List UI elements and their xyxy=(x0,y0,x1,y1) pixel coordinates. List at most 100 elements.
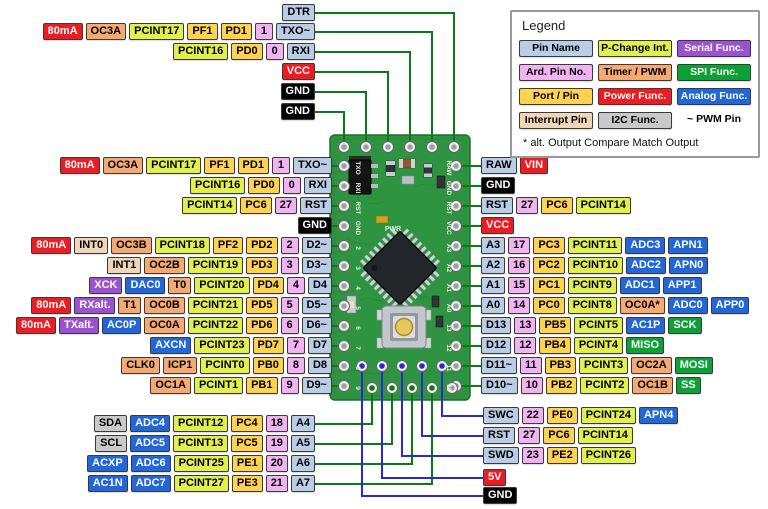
pin-label: A6 xyxy=(290,455,315,472)
pin-label: D12 xyxy=(481,337,512,354)
pin-label: TXO~ xyxy=(292,157,332,174)
pin-label: PCINT23 xyxy=(194,337,250,354)
pin-label: 19 xyxy=(265,435,288,452)
pin-label: PD0 xyxy=(231,43,263,60)
pin-label: A1 xyxy=(481,277,506,294)
legend-item: Timer / PWM xyxy=(598,64,672,81)
svg-text:10: 10 xyxy=(445,384,452,392)
svg-text:A2: A2 xyxy=(445,264,452,273)
pin-label: PC1 xyxy=(533,277,565,294)
pin-label: INT1 xyxy=(107,257,142,274)
pin-label: PC6 xyxy=(543,427,575,444)
pin-label: 8 xyxy=(286,357,305,374)
pin-label: 0 xyxy=(265,43,284,60)
pin-label: PCINT8 xyxy=(567,297,617,314)
pin-label: 15 xyxy=(508,277,531,294)
pin-label: PCINT13 xyxy=(173,435,229,452)
pin-label: PCINT22 xyxy=(187,317,244,334)
pin-label: PCINT11 xyxy=(567,237,623,254)
top-pin-row: VCC xyxy=(281,63,315,80)
pin-label: DTR xyxy=(282,4,315,21)
pin-label: CLK0 xyxy=(121,357,160,374)
pin-label: 13 xyxy=(514,317,537,334)
pin-label: OC0A* xyxy=(619,297,665,314)
pin-label: D7 xyxy=(307,337,332,354)
pin-label: TXO~ xyxy=(275,23,315,40)
pin-label: ADC7 xyxy=(130,475,171,492)
pin-label: VCC xyxy=(481,217,515,234)
pin-label: PCINT12 xyxy=(173,415,229,432)
pin-label: A3 xyxy=(481,237,506,254)
pin-label: 1 xyxy=(254,23,273,40)
pin-label: SDA xyxy=(93,415,128,432)
pin-label: PC4 xyxy=(231,415,263,432)
pin-label: PE1 xyxy=(231,455,263,472)
pin-label: PCINT25 xyxy=(173,455,229,472)
pin-label: 22 xyxy=(521,407,544,424)
pin-label: INT0 xyxy=(74,237,109,254)
pin-label: OC2A xyxy=(631,357,672,374)
pin-label: PF1 xyxy=(204,157,235,174)
pin-label: PE0 xyxy=(546,407,578,424)
pin-label: PCINT3 xyxy=(579,357,629,374)
legend-item: Analog Func. xyxy=(677,88,751,105)
bottom-right-pin-row: 5V xyxy=(483,469,507,486)
svg-text:12: 12 xyxy=(445,344,452,352)
pin-label: 80mA xyxy=(16,317,56,334)
pin-label: D5~ xyxy=(301,297,332,314)
pin-label: MOSI xyxy=(674,357,713,374)
pin-label: PCINT14 xyxy=(577,427,633,444)
pin-label: DAC0 xyxy=(125,277,166,294)
pin-label: PB4 xyxy=(539,337,571,354)
pin-label: 23 xyxy=(521,447,544,464)
pin-label: SWD xyxy=(483,447,519,464)
legend-footnote: * alt. Output Compare Match Output xyxy=(523,137,699,149)
svg-text:RAW: RAW xyxy=(445,160,452,176)
pin-label: PB0 xyxy=(252,357,284,374)
pin-label: PCINT27 xyxy=(173,475,229,492)
pin-label: AC0P xyxy=(101,317,142,334)
pin-label: PCINT16 xyxy=(173,43,229,60)
pin-label: PD7 xyxy=(252,337,284,354)
pin-label: APN4 xyxy=(638,407,679,424)
legend-item: SPI Func. xyxy=(677,64,751,81)
reset-button xyxy=(376,305,432,349)
legend-item: Power Func. xyxy=(598,88,672,105)
pin-label: PD1 xyxy=(220,23,252,40)
pin-label: AC1P xyxy=(625,317,666,334)
pin-label: A7 xyxy=(290,475,315,492)
svg-text:7: 7 xyxy=(354,346,361,350)
pin-label: PC6 xyxy=(541,197,573,214)
pin-label: 21 xyxy=(265,475,288,492)
pin-label: ACXP xyxy=(87,455,128,472)
pin-label: 80mA xyxy=(42,23,83,40)
pin-label: D11~ xyxy=(481,357,517,374)
legend-item: ~ PWM Pin xyxy=(687,113,741,125)
pin-label: RXI xyxy=(303,177,332,194)
board-silkscreen: TXORXIRSTGND23456789RAWGNDRSTVCCA3A2A1A0… xyxy=(354,160,452,392)
pin-label: ADC0 xyxy=(667,297,708,314)
svg-text:13: 13 xyxy=(445,324,452,332)
pin-label: PCINT17 xyxy=(146,157,202,174)
pin-label: D13 xyxy=(481,317,512,334)
voltage-regulator xyxy=(348,156,378,195)
pin-label: TXalt. xyxy=(58,317,99,334)
pin-label: D2~ xyxy=(301,237,332,254)
pin-label: D3~ xyxy=(301,257,332,274)
top-pin-row: DTR xyxy=(282,4,315,21)
svg-text:11: 11 xyxy=(445,365,452,372)
pin-label: PC2 xyxy=(533,257,565,274)
pin-label: APP1 xyxy=(662,277,702,294)
